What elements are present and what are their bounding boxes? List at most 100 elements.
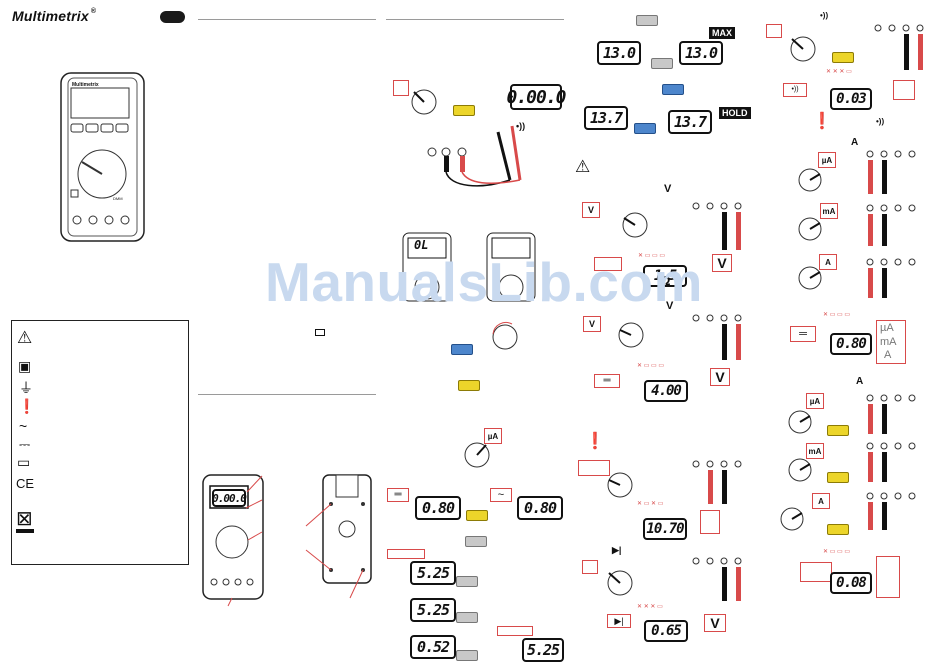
rotary-switch-diode <box>607 570 633 596</box>
test-leads-illustration <box>427 125 522 187</box>
jacks-v-ac <box>692 202 742 250</box>
important-info-icon: ❗ <box>18 398 36 414</box>
display-range-4: 5.25 <box>522 638 564 662</box>
important-icon-col4: ❗ <box>812 113 832 130</box>
brand-name: Multimetrix <box>12 8 89 24</box>
rotary-switch-ua <box>798 168 822 192</box>
display-hold-2-value: 13.7 <box>673 113 707 131</box>
display-max-1: 13.0 <box>597 41 641 65</box>
display-0l: 0L <box>414 238 429 252</box>
beep-icon: •)) <box>516 121 526 131</box>
blue-button-1 <box>451 344 473 355</box>
ac-icon: ~ <box>19 418 28 434</box>
watermark-text: ManualsLib.com <box>265 251 703 313</box>
jacks-diode <box>692 557 742 601</box>
display-range-2: 5.25 <box>410 598 456 622</box>
rotary-switch-beep <box>790 36 816 62</box>
crossed-buttons-5: ✕ ✕ ✕ ▭ <box>826 69 852 75</box>
v-selector-label: V <box>582 202 600 218</box>
rotary-switch-3 <box>464 442 490 468</box>
display-current-col4-2: 0.08 <box>830 572 872 594</box>
crossed-buttons-7: ✕ ▭ ▭ ▭ <box>823 549 851 555</box>
a-heading-2: A <box>856 376 864 387</box>
double-insulation-icon: ▣ <box>18 358 32 374</box>
gray-button-max-2 <box>651 58 673 69</box>
display-current-col4: 0.80 <box>830 333 872 355</box>
units-box-col4-2 <box>876 556 900 598</box>
v-ac-heading: V <box>664 183 672 195</box>
display-ac-current: 0.80 <box>517 496 563 520</box>
ohm-unit: Ω <box>660 273 671 288</box>
meter-model-label: Multimetrix <box>72 82 99 88</box>
meter-small-left <box>402 232 452 302</box>
section-rule <box>198 394 376 395</box>
jacks-beep <box>874 24 924 70</box>
crossed-buttons-2: ✕ ▭ ▭ ▭ <box>637 363 665 369</box>
yellow-button-ua <box>827 425 849 436</box>
rotary-switch-a <box>798 266 822 290</box>
display-current-col4-2-value: 0.08 <box>836 575 867 591</box>
weee-bar <box>16 529 34 533</box>
display-v-dc: 4.00 <box>644 380 688 402</box>
dc-tag-col4: ═ <box>790 326 816 342</box>
header-rule-2 <box>386 19 564 20</box>
display-max-2-value: 13.0 <box>684 44 718 62</box>
display-beep: 0.03 <box>830 88 872 110</box>
display-range-3-value: 0.52 <box>416 638 450 656</box>
ua-sel-2: µA <box>806 393 824 409</box>
v-unit-box-3: V <box>704 614 726 632</box>
range-tag-col4 <box>800 562 832 582</box>
hold-tag: HOLD <box>719 107 751 119</box>
jacks-current-group <box>866 150 916 298</box>
units-stack-box <box>876 320 906 364</box>
rotary-switch-2 <box>492 322 518 350</box>
a-unit: A <box>884 349 892 361</box>
dc-v-tag: ═ <box>594 374 620 388</box>
display-10a: 10.70 <box>643 518 687 540</box>
meter-side-text: DMM <box>113 196 123 201</box>
rotary-switch-ma-2 <box>788 458 812 482</box>
rotary-switch-vdc <box>618 322 644 348</box>
display-current-col4-value: 0.80 <box>836 336 867 352</box>
display-diode-value: 0.65 <box>651 623 682 639</box>
beep-tag: •)) <box>783 83 807 97</box>
display-dc-current-value: 0.80 <box>421 499 455 517</box>
meter-small-right <box>486 232 536 302</box>
yellow-button-ma <box>827 472 849 483</box>
range-tag-2 <box>497 626 533 636</box>
yellow-button-beep <box>832 52 854 63</box>
selector-tag-10a <box>578 460 610 476</box>
ac-symbol-box: ~ <box>490 488 512 502</box>
max-tag: MAX <box>709 27 735 39</box>
display-v-ohm-value: 1.5 <box>653 268 677 284</box>
display-dc-current: 0.80 <box>415 496 461 520</box>
important-icon-col3: ❗ <box>585 433 605 450</box>
display-beep-value: 0.03 <box>836 91 867 107</box>
header-rule-1 <box>198 19 376 20</box>
func-selector-tag <box>393 80 409 96</box>
gray-button-4 <box>456 650 478 661</box>
yellow-button-2 <box>458 380 480 391</box>
dc-symbol-box: ═ <box>387 488 409 502</box>
ua-sel-1: µA <box>818 152 836 168</box>
rotary-switch-v <box>622 212 648 238</box>
parts-lcd-value: 0.00.0 <box>212 491 247 505</box>
beep-heading-icon: •)) <box>820 11 829 20</box>
crossed-buttons-6: ✕ ▭ ▭ ▭ <box>823 312 851 318</box>
battery-icon: ▭ <box>17 454 31 470</box>
range-tag-1 <box>387 549 425 559</box>
ma-sel-1: mA <box>820 203 838 219</box>
language-pill <box>160 11 185 23</box>
battery-small-icon <box>315 329 325 336</box>
display-continuity: 0.00.0 <box>506 84 567 110</box>
display-10a-value: 10.70 <box>646 521 684 537</box>
v-unit-box-1: V <box>712 254 732 272</box>
crossed-buttons-3: ✕ ▭ ✕ ▭ <box>637 501 664 507</box>
weee-bin-icon: ⊠ <box>16 508 33 530</box>
warning-triangle-icon: ⚠ <box>17 328 33 347</box>
beep-icon-2: •)) <box>876 117 885 126</box>
v-unit-box-2: V <box>710 368 730 386</box>
display-continuity-value: 0.00.0 <box>506 86 566 108</box>
blue-button-hold <box>662 84 684 95</box>
rotary-switch-10a <box>607 472 633 498</box>
